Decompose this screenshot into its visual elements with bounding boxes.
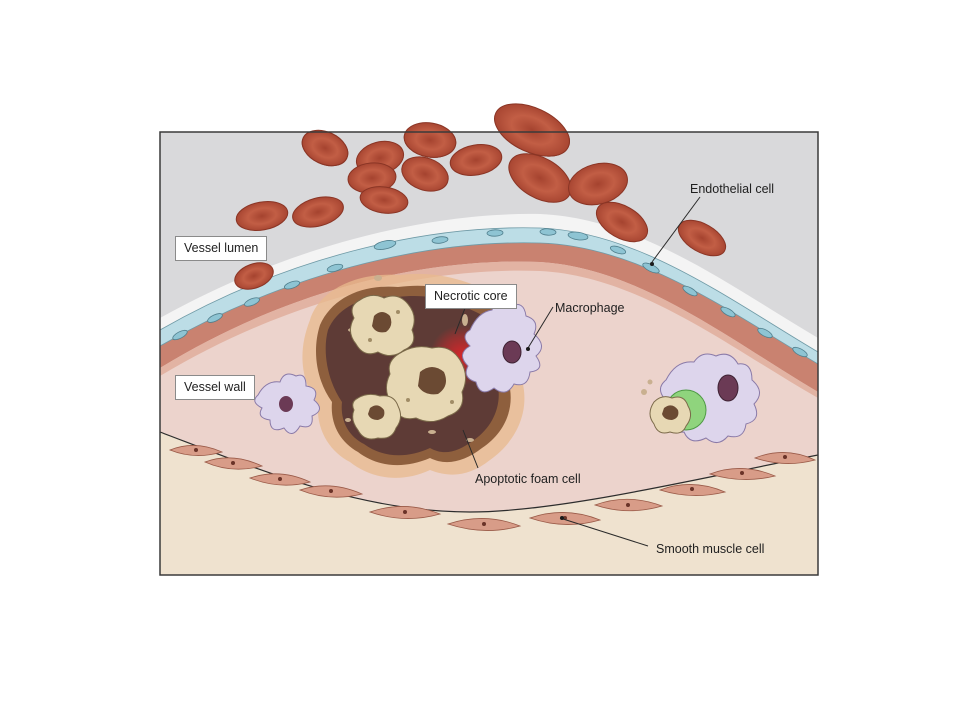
smooth-muscle-nuclei (194, 448, 787, 526)
label-necrotic-core: Necrotic core (425, 284, 517, 309)
label-macrophage: Macrophage (555, 301, 625, 315)
necrotic-debris (345, 275, 474, 442)
endothelium-layer (160, 227, 818, 365)
efferocytosis-macrophage (641, 353, 760, 443)
apoptotic-foam-cell-2 (386, 346, 466, 422)
subendothelial-band (160, 242, 818, 392)
subendothelial-band-light (160, 261, 818, 398)
endothelial-cells (172, 228, 808, 358)
leader-dots (526, 262, 654, 520)
label-vessel-wall: Vessel wall (175, 375, 255, 400)
label-smooth-muscle-cell: Smooth muscle cell (656, 542, 765, 556)
label-apoptotic-foam-cell: Apoptotic foam cell (475, 472, 581, 486)
figure-frame (159, 131, 819, 576)
label-endothelial-cell: Endothelial cell (690, 182, 775, 196)
glycocalyx (160, 213, 818, 352)
label-vessel-lumen: Vessel lumen (175, 236, 268, 261)
apoptotic-foam-cell-1 (350, 294, 415, 356)
migrating-macrophage (254, 373, 320, 434)
apoptotic-foam-cell-3 (352, 393, 402, 440)
